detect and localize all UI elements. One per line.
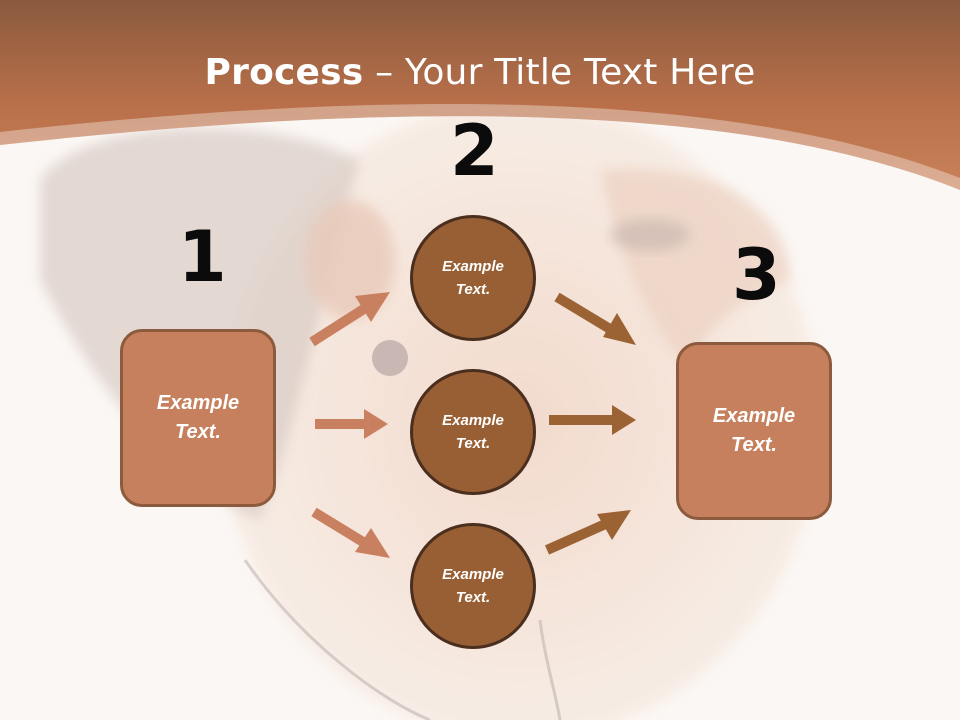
- process-circle-top: Example Text.: [410, 215, 536, 341]
- process-circle-top-label: Example Text.: [442, 258, 504, 298]
- arrows-left: [309, 292, 390, 558]
- process-circle-bottom-label: Example Text.: [442, 566, 504, 606]
- arrows-right: [544, 292, 636, 555]
- header-highlight: [0, 104, 960, 190]
- process-circle-bottom: Example Text.: [410, 523, 536, 649]
- header-band: [0, 0, 960, 190]
- output-box-label: Example Text.: [712, 405, 796, 456]
- input-box-label: Example Text.: [156, 392, 240, 443]
- process-circle-middle: Example Text.: [410, 369, 536, 495]
- title-rest: – Your Title Text Here: [363, 52, 756, 93]
- step-number-1: 1: [178, 216, 227, 298]
- process-circle-middle-label: Example Text.: [442, 412, 504, 452]
- title-bold: Process: [204, 52, 364, 93]
- output-box: Example Text.: [676, 342, 832, 520]
- input-box: Example Text.: [120, 329, 276, 507]
- slide-title: Process – Your Title Text Here: [0, 52, 960, 93]
- step-number-3: 3: [732, 234, 781, 316]
- step-number-2: 2: [450, 110, 499, 192]
